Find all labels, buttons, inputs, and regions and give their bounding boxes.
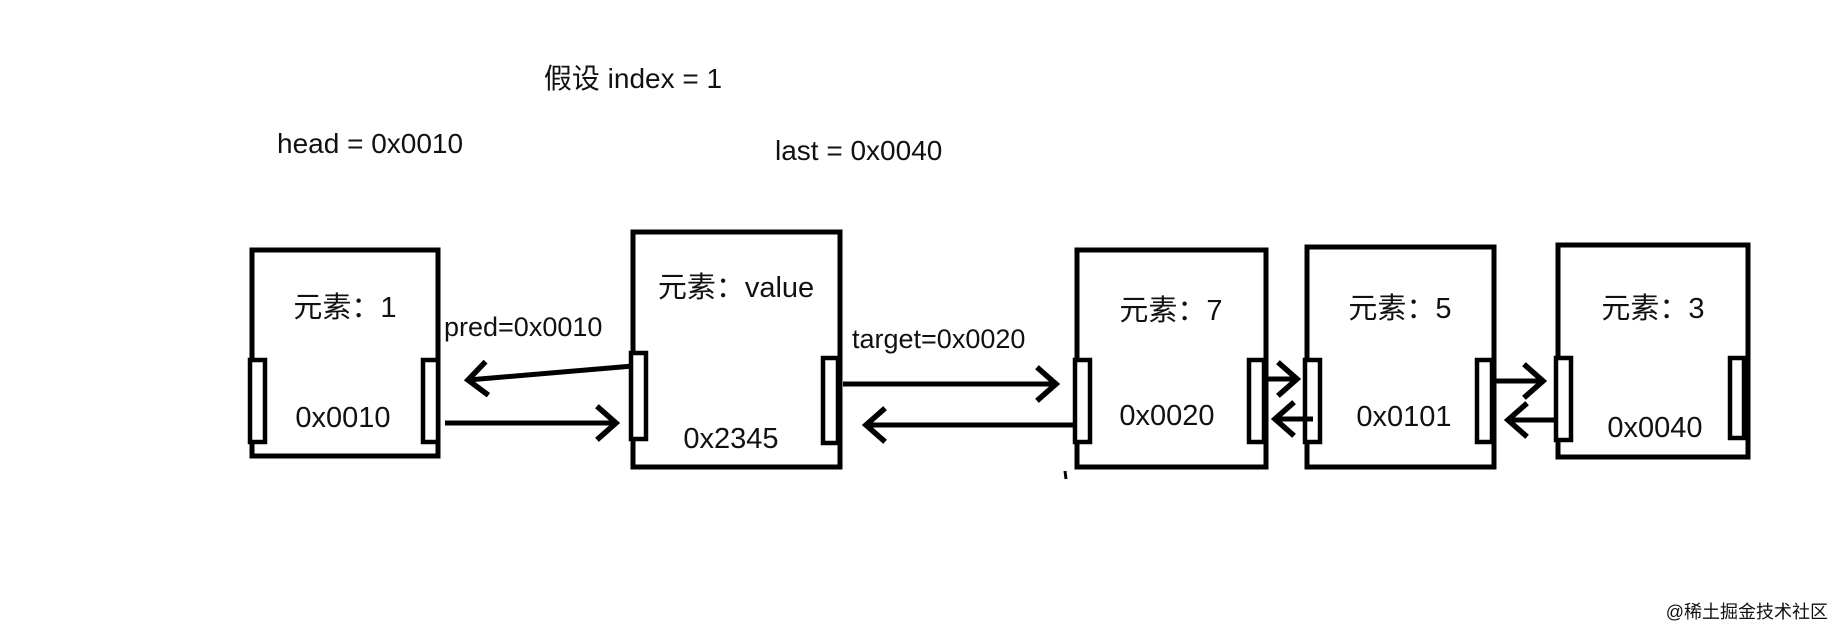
watermark-text: @稀土掘金技术社区 — [1666, 602, 1828, 622]
node-box-3 — [1074, 247, 1269, 470]
pred-arrow — [463, 359, 634, 398]
node-3-port-left — [1072, 357, 1093, 445]
node-3-address-label: 0x0020 — [1119, 400, 1214, 432]
node-2-address-label: 0x2345 — [683, 423, 778, 455]
node-3-element-label: 元素：7 — [1119, 294, 1222, 327]
pred-arrow-label: pred=0x0010 — [444, 312, 602, 342]
node-3-port-right — [1246, 357, 1267, 445]
node-5-element-label: 元素：3 — [1601, 292, 1704, 325]
last-pointer-label: last = 0x0040 — [775, 135, 942, 166]
diagram-title: 假设 index = 1 — [544, 63, 722, 94]
node-box-4 — [1304, 244, 1497, 470]
node-box-5 — [1555, 242, 1751, 460]
node-1-element-label: 元素：1 — [293, 291, 396, 324]
target-arrow-label: target=0x0020 — [852, 324, 1025, 354]
head-pointer-label: head = 0x0010 — [277, 128, 463, 159]
node-5-address-label: 0x0040 — [1607, 412, 1702, 444]
node-1-address-label: 0x0010 — [295, 402, 390, 434]
node-5-port-right — [1727, 355, 1747, 441]
node-box-1 — [249, 247, 441, 459]
node-1-port-left — [247, 357, 268, 445]
node-5-port-left — [1553, 355, 1574, 443]
node-4-element-label: 元素：5 — [1348, 292, 1451, 325]
node-1-port-right — [420, 357, 441, 445]
node-box-2 — [630, 229, 843, 470]
stray-ink-mark — [1063, 470, 1068, 480]
node-2-port-right — [820, 355, 841, 446]
node-4-port-right — [1474, 357, 1495, 445]
node-2-element-label: 元素：value — [658, 271, 814, 304]
node-4-address-label: 0x0101 — [1356, 401, 1451, 433]
node-4-port-left — [1302, 357, 1323, 445]
node-2-port-left — [628, 350, 649, 442]
